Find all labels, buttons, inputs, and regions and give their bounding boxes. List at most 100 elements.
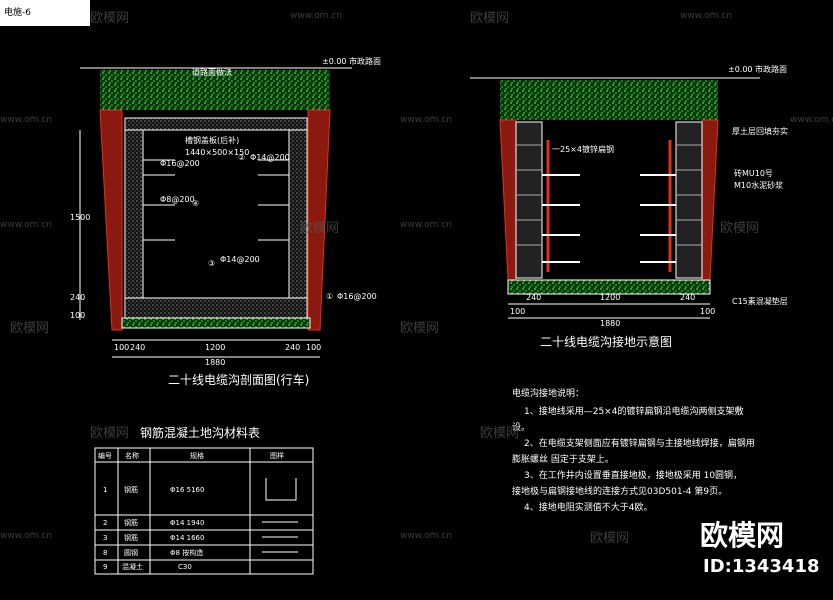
right-brick-wall-r: [675, 121, 703, 279]
left-total-width: 1880: [205, 358, 225, 367]
watermark-url: www.om.cn: [0, 220, 52, 230]
table-cell: 钢筋: [124, 518, 138, 527]
right-bottom-dim: 1200: [600, 293, 620, 302]
table-cell: 1: [103, 486, 107, 494]
notes-line: 1、接地线采用—25×4的镀锌扁钢沿电缆沟两侧支架敷: [524, 405, 743, 417]
watermark-url: www.om.cn: [400, 220, 452, 230]
left-rebar-label: Φ16@200: [337, 292, 377, 301]
right-bottom-dim: 100: [700, 307, 715, 316]
right-brick-lines: [516, 144, 702, 246]
table-cell: Φ14 1660: [170, 534, 204, 542]
left-wall-hatch-r: [288, 117, 308, 319]
brand-block: 欧模网 ID:1343418: [700, 519, 820, 577]
sheet-tag: 电施-6: [4, 8, 31, 18]
brand-name: 欧模网: [700, 519, 784, 552]
right-top-level: ±0.00 市政路面: [728, 64, 787, 74]
table-cell: 钢筋: [124, 485, 138, 494]
notes-heading: 电缆沟接地说明：: [512, 387, 584, 399]
left-soil-top: [100, 70, 330, 110]
left-brackets: [143, 159, 289, 241]
left-rebar-label: Φ16@200: [160, 159, 200, 168]
table-title: 钢筋混凝土地沟材料表: [140, 425, 260, 440]
right-section-drawing: [470, 77, 760, 319]
table-header: 名称: [125, 451, 139, 460]
left-bottom-dim: 240: [285, 343, 300, 352]
notes-line: 设。: [512, 422, 530, 433]
table-header: 规格: [190, 451, 204, 460]
left-rebar-label: Φ14@200: [250, 153, 290, 162]
material-table-grid: [94, 447, 314, 575]
left-wall-hatch-l: [124, 117, 144, 319]
left-section-drawing: [79, 67, 352, 358]
left-bottom-dim: 240: [130, 343, 145, 352]
watermark-url: www.om.cn: [400, 531, 452, 541]
table-cell: 2: [103, 519, 107, 527]
left-base-pad: [121, 317, 311, 329]
right-soil-wall-left: [499, 119, 517, 281]
left-soil-wall-right: [307, 109, 331, 331]
sheet-tag-box: 电施-6: [0, 0, 90, 26]
left-cover-slab: [124, 117, 308, 131]
watermark-layer: 欧模网 欧模网 欧模网 欧模网 欧模网 欧模网 欧模网 欧模网 欧模网: [10, 11, 759, 546]
watermark-text: 欧模网: [90, 11, 129, 26]
table-cell: 3: [103, 534, 107, 542]
right-bottom-dim: 100: [510, 307, 525, 316]
watermark-text: 欧模网: [480, 426, 519, 441]
left-channel-steel-note: 槽钢盖板(后补): [185, 135, 239, 145]
left-channel-steel-size: 1440×500×150: [185, 148, 249, 157]
watermark-url: www.om.cn: [400, 115, 452, 125]
right-bottom-dim: 240: [680, 293, 695, 302]
table-cell: 8: [103, 549, 107, 557]
right-wall-note: M10水泥砂浆: [734, 180, 783, 190]
watermark-text: 欧模网: [90, 426, 129, 441]
table-cell: 混凝土: [122, 562, 143, 571]
right-bottom-dim: 240: [526, 293, 541, 302]
table-header: 编号: [98, 451, 112, 460]
table-cell: 钢筋: [124, 533, 138, 542]
table-cell: 圆钢: [124, 548, 138, 557]
left-bottom-dim: 1200: [205, 343, 225, 352]
left-vert-dim: 100: [70, 311, 85, 320]
watermark-text: 欧模网: [10, 321, 49, 336]
callout-3: ③: [208, 259, 215, 268]
right-soil-wall-right: [701, 119, 719, 281]
left-vert-dim: 1500: [70, 213, 90, 222]
right-base-note: C15素混凝垫层: [732, 296, 788, 306]
left-title: 二十线电缆沟剖面图(行车): [168, 372, 309, 387]
right-brackets: [542, 174, 676, 263]
table-cell: C30: [178, 563, 192, 571]
watermark-url: www.om.cn: [790, 115, 833, 125]
right-title: 二十线电缆沟接地示意图: [540, 334, 672, 349]
watermark-url: www.om.cn: [680, 11, 732, 21]
right-flat-steel-note: 一25×4镀锌扁钢: [552, 144, 614, 154]
notes-line: 膨胀螺丝 固定于支架上。: [512, 453, 614, 465]
notes-line: 2、在电缆支架侧面应有镀锌扁钢与主接地线焊接，扁钢用: [524, 437, 755, 449]
watermark-url: www.om.cn: [290, 11, 342, 21]
table-cell: Φ16 5160: [170, 486, 204, 494]
callout-4: ④: [192, 199, 199, 208]
left-vert-dim: 240: [70, 293, 85, 302]
table-cell: Φ8 按构造: [170, 548, 203, 557]
table-header: 图样: [270, 451, 284, 460]
left-bottom-dim: 100: [114, 343, 129, 352]
left-top-level: ±0.00 市政路面: [322, 56, 381, 66]
left-soil-wall-left: [99, 109, 123, 331]
left-floor-hatch: [124, 297, 308, 319]
watermark-text: 欧模网: [590, 531, 629, 546]
watermark-text: 欧模网: [470, 11, 509, 26]
left-rebar-label: Φ14@200: [220, 255, 260, 264]
right-wall-note: 砖MU10号: [734, 168, 773, 178]
brand-id: ID:1343418: [703, 556, 820, 577]
right-total-width: 1880: [600, 319, 620, 328]
notes-line: 3、在工作井内设置垂直接地极，接地极采用 10圆钢，: [524, 469, 742, 481]
table-cell: 9: [103, 563, 107, 571]
watermark-url: www.om.cn: [0, 531, 52, 541]
right-wall-note: 厚土层回填夯实: [732, 126, 788, 136]
watermark-text: 欧模网: [720, 221, 759, 236]
left-bottom-dim: 100: [306, 343, 321, 352]
table-cell: Φ14 1940: [170, 519, 204, 527]
notes-line: 4、接地电阻实测值不大于4欧。: [524, 501, 652, 513]
right-soil-top: [500, 80, 718, 120]
